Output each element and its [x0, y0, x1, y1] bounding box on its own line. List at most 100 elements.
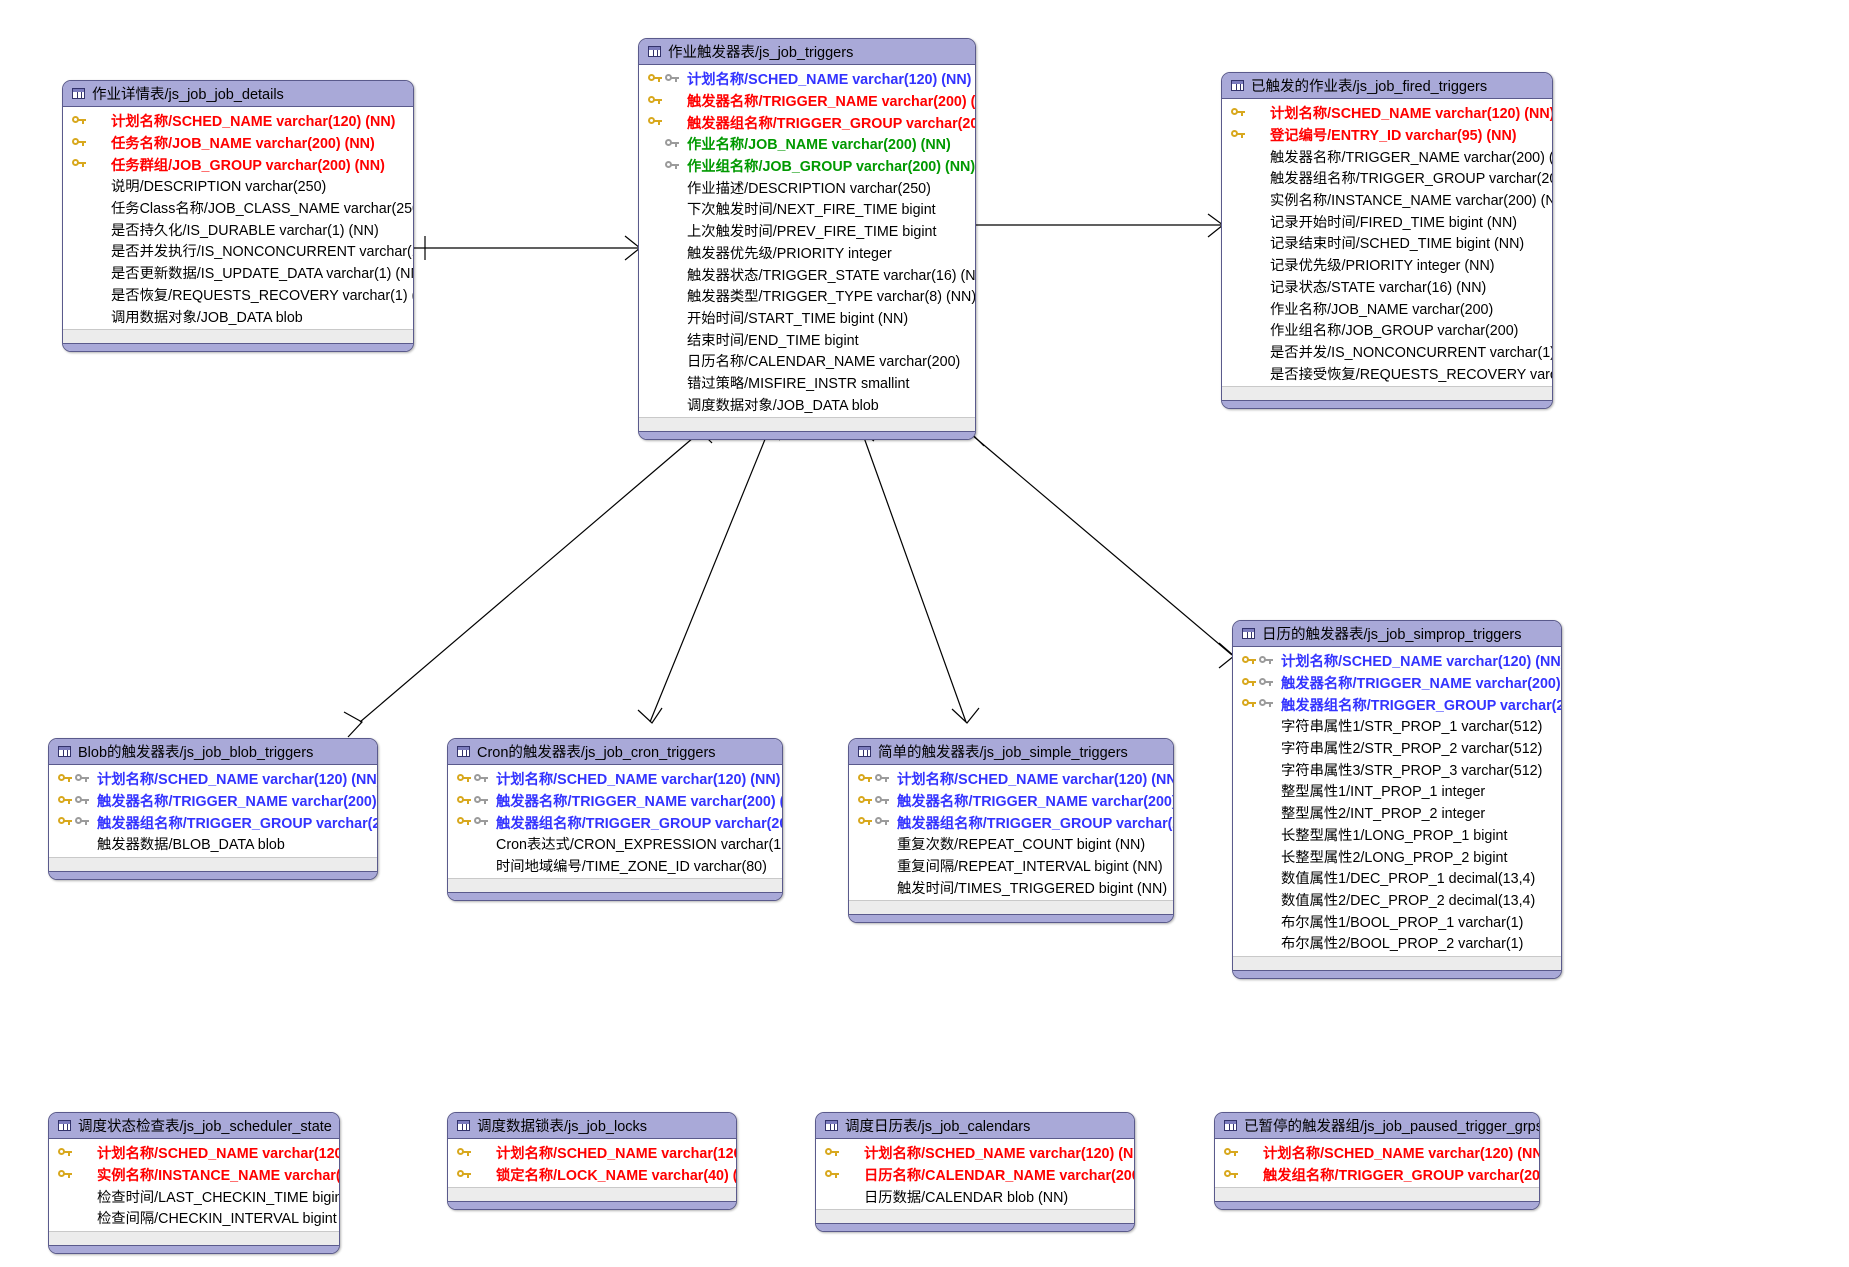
attribute-row[interactable]: 触发器名称/TRIGGER_NAME varchar(200) (NN) — [1222, 145, 1552, 167]
attribute-row[interactable]: 计划名称/SCHED_NAME varchar(120) (NN) — [1233, 650, 1561, 672]
attribute-row[interactable]: 重复间隔/REPEAT_INTERVAL bigint (NN) — [849, 855, 1173, 877]
attribute-row[interactable]: 记录状态/STATE varchar(16) (NN) — [1222, 276, 1552, 298]
entity-resize-grip[interactable] — [849, 914, 1173, 923]
attribute-row[interactable]: 触发时间/TIMES_TRIGGERED bigint (NN) — [849, 876, 1173, 898]
attribute-row[interactable]: 布尔属性1/BOOL_PROP_1 varchar(1) — [1233, 910, 1561, 932]
attribute-row[interactable]: 作业组名称/JOB_GROUP varchar(200) — [1222, 319, 1552, 341]
entity-job_calendars[interactable]: 调度日历表/js_job_calendars 计划名称/SCHED_NAME va… — [815, 1112, 1135, 1233]
attribute-row[interactable]: 重复次数/REPEAT_COUNT bigint (NN) — [849, 833, 1173, 855]
attribute-row[interactable]: 触发器名称/TRIGGER_NAME varchar(200) (NN) — [448, 790, 782, 812]
attribute-row[interactable]: 计划名称/SCHED_NAME varchar(120) (NN) — [448, 768, 782, 790]
attribute-row[interactable]: 作业描述/DESCRIPTION varchar(250) — [639, 176, 975, 198]
attribute-row[interactable]: 日历数据/CALENDAR blob (NN) — [816, 1185, 1134, 1207]
entity-resize-grip[interactable] — [448, 892, 782, 901]
attribute-row[interactable]: 任务名称/JOB_NAME varchar(200) (NN) — [63, 132, 413, 154]
attribute-row[interactable]: 时间地域编号/TIME_ZONE_ID varchar(80) — [448, 855, 782, 877]
entity-resize-grip[interactable] — [49, 1244, 339, 1253]
attribute-row[interactable]: 触发器组名称/TRIGGER_GROUP varchar(200) (NN) — [448, 811, 782, 833]
attribute-row[interactable]: 触发器组名称/TRIGGER_GROUP varchar(200) (NN) — [1222, 167, 1552, 189]
attribute-row[interactable]: 长整型属性2/LONG_PROP_2 bigint — [1233, 845, 1561, 867]
attribute-row[interactable]: 布尔属性2/BOOL_PROP_2 varchar(1) — [1233, 932, 1561, 954]
attribute-row[interactable]: 整型属性2/INT_PROP_2 integer — [1233, 802, 1561, 824]
entity-header-job_calendars[interactable]: 调度日历表/js_job_calendars — [816, 1113, 1134, 1139]
attribute-row[interactable]: 字符串属性2/STR_PROP_2 varchar(512) — [1233, 737, 1561, 759]
attribute-row[interactable]: 作业名称/JOB_NAME varchar(200) (NN) — [639, 133, 975, 155]
attribute-row[interactable]: 调度数据对象/JOB_DATA blob — [639, 393, 975, 415]
attribute-row[interactable]: 计划名称/SCHED_NAME varchar(120) (NN) — [639, 68, 975, 90]
entity-header-job_blob_triggers[interactable]: Blob的触发器表/js_job_blob_triggers — [49, 739, 377, 765]
attribute-row[interactable]: 是否并发执行/IS_NONCONCURRENT varchar(1) (NN) — [63, 240, 413, 262]
attribute-row[interactable]: 计划名称/SCHED_NAME varchar(120) (NN) — [448, 1142, 736, 1164]
attribute-row[interactable]: 触发器组名称/TRIGGER_GROUP varchar(200) (NN) — [849, 811, 1173, 833]
attribute-row[interactable]: 触发器组名称/TRIGGER_GROUP varchar(200) (NN) — [49, 811, 377, 833]
attribute-row[interactable]: 计划名称/SCHED_NAME varchar(120) (NN) — [49, 768, 377, 790]
attribute-row[interactable]: 记录开始时间/FIRED_TIME bigint (NN) — [1222, 210, 1552, 232]
attribute-row[interactable]: 作业名称/JOB_NAME varchar(200) — [1222, 297, 1552, 319]
attribute-row[interactable]: 长整型属性1/LONG_PROP_1 bigint — [1233, 824, 1561, 846]
entity-resize-grip[interactable] — [1233, 969, 1561, 978]
attribute-row[interactable]: 计划名称/SCHED_NAME varchar(120) (NN) — [1222, 102, 1552, 124]
attribute-row[interactable]: 上次触发时间/PREV_FIRE_TIME bigint — [639, 220, 975, 242]
attribute-row[interactable]: 结束时间/END_TIME bigint — [639, 328, 975, 350]
attribute-row[interactable]: 触发器优先级/PRIORITY integer — [639, 242, 975, 264]
entity-job_cron_triggers[interactable]: Cron的触发器表/js_job_cron_triggers 计划名称/SCHED… — [447, 738, 783, 902]
attribute-row[interactable]: 锁定名称/LOCK_NAME varchar(40) (NN) — [448, 1164, 736, 1186]
attribute-row[interactable]: 计划名称/SCHED_NAME varchar(120) (NN) — [49, 1142, 339, 1164]
attribute-row[interactable]: 触发器名称/TRIGGER_NAME varchar(200) (NN) — [1233, 672, 1561, 694]
entity-header-job_job_details[interactable]: 作业详情表/js_job_job_details — [63, 81, 413, 107]
attribute-row[interactable]: 字符串属性3/STR_PROP_3 varchar(512) — [1233, 758, 1561, 780]
attribute-row[interactable]: 字符串属性1/STR_PROP_1 varchar(512) — [1233, 715, 1561, 737]
attribute-row[interactable]: 检查时间/LAST_CHECKIN_TIME bigint (NN) — [49, 1185, 339, 1207]
attribute-row[interactable]: 实例名称/INSTANCE_NAME varchar(200) (NN) — [49, 1164, 339, 1186]
attribute-row[interactable]: 是否更新数据/IS_UPDATE_DATA varchar(1) (NN) — [63, 262, 413, 284]
attribute-row[interactable]: 计划名称/SCHED_NAME varchar(120) (NN) — [849, 768, 1173, 790]
attribute-row[interactable]: 任务Class名称/JOB_CLASS_NAME varchar(250) (N… — [63, 197, 413, 219]
attribute-row[interactable]: 触发器名称/TRIGGER_NAME varchar(200) (NN) — [49, 790, 377, 812]
attribute-row[interactable]: 触发器名称/TRIGGER_NAME varchar(200) (NN) — [639, 90, 975, 112]
attribute-row[interactable]: 触发组名称/TRIGGER_GROUP varchar(200) (NN) — [1215, 1164, 1539, 1186]
attribute-row[interactable]: 触发器名称/TRIGGER_NAME varchar(200) (NN) — [849, 790, 1173, 812]
attribute-row[interactable]: 是否并发/IS_NONCONCURRENT varchar(1) — [1222, 341, 1552, 363]
entity-job_locks[interactable]: 调度数据锁表/js_job_locks 计划名称/SCHED_NAME varch… — [447, 1112, 737, 1211]
entity-resize-grip[interactable] — [1222, 399, 1552, 408]
attribute-row[interactable]: 检查间隔/CHECKIN_INTERVAL bigint (NN) — [49, 1207, 339, 1229]
attribute-row[interactable]: 是否恢复/REQUESTS_RECOVERY varchar(1) (NN) — [63, 284, 413, 306]
entity-resize-grip[interactable] — [49, 870, 377, 879]
attribute-row[interactable]: 是否接受恢复/REQUESTS_RECOVERY varchar(1) — [1222, 362, 1552, 384]
entity-resize-grip[interactable] — [448, 1201, 736, 1210]
entity-job_triggers[interactable]: 作业触发器表/js_job_triggers 计划名称/SCHED_NAME va… — [638, 38, 976, 440]
attribute-row[interactable]: 日历名称/CALENDAR_NAME varchar(200) (NN) — [816, 1164, 1134, 1186]
attribute-row[interactable]: 作业组名称/JOB_GROUP varchar(200) (NN) — [639, 155, 975, 177]
attribute-row[interactable]: 数值属性1/DEC_PROP_1 decimal(13,4) — [1233, 867, 1561, 889]
entity-job_blob_triggers[interactable]: Blob的触发器表/js_job_blob_triggers 计划名称/SCHED… — [48, 738, 378, 880]
entity-header-job_cron_triggers[interactable]: Cron的触发器表/js_job_cron_triggers — [448, 739, 782, 765]
entity-header-job_fired_triggers[interactable]: 已触发的作业表/js_job_fired_triggers — [1222, 73, 1552, 99]
attribute-row[interactable]: 日历名称/CALENDAR_NAME varchar(200) — [639, 350, 975, 372]
attribute-row[interactable]: 开始时间/START_TIME bigint (NN) — [639, 307, 975, 329]
entity-resize-grip[interactable] — [639, 431, 975, 439]
attribute-row[interactable]: 记录优先级/PRIORITY integer (NN) — [1222, 254, 1552, 276]
attribute-row[interactable]: 触发器组名称/TRIGGER_GROUP varchar(200) (NN) — [639, 111, 975, 133]
attribute-row[interactable]: 数值属性2/DEC_PROP_2 decimal(13,4) — [1233, 889, 1561, 911]
attribute-row[interactable]: 调用数据对象/JOB_DATA blob — [63, 305, 413, 327]
entity-resize-grip[interactable] — [63, 342, 413, 351]
entity-header-job_triggers[interactable]: 作业触发器表/js_job_triggers — [639, 39, 975, 65]
attribute-row[interactable]: 实例名称/INSTANCE_NAME varchar(200) (NN) — [1222, 189, 1552, 211]
attribute-row[interactable]: 是否持久化/IS_DURABLE varchar(1) (NN) — [63, 218, 413, 240]
entity-job_simprop_triggers[interactable]: 日历的触发器表/js_job_simprop_triggers 计划名称/SCHE… — [1232, 620, 1562, 979]
attribute-row[interactable]: 登记编号/ENTRY_ID varchar(95) (NN) — [1222, 124, 1552, 146]
attribute-row[interactable]: 记录结束时间/SCHED_TIME bigint (NN) — [1222, 232, 1552, 254]
attribute-row[interactable]: 下次触发时间/NEXT_FIRE_TIME bigint — [639, 198, 975, 220]
attribute-row[interactable]: 整型属性1/INT_PROP_1 integer — [1233, 780, 1561, 802]
entity-resize-grip[interactable] — [816, 1223, 1134, 1232]
entity-job_fired_triggers[interactable]: 已触发的作业表/js_job_fired_triggers 计划名称/SCHED_… — [1221, 72, 1553, 409]
attribute-row[interactable]: 计划名称/SCHED_NAME varchar(120) (NN) — [816, 1142, 1134, 1164]
entity-header-job_locks[interactable]: 调度数据锁表/js_job_locks — [448, 1113, 736, 1139]
entity-header-job_simprop_triggers[interactable]: 日历的触发器表/js_job_simprop_triggers — [1233, 621, 1561, 647]
entity-job_scheduler_state[interactable]: 调度状态检查表/js_job_scheduler_state 计划名称/SCHED… — [48, 1112, 340, 1254]
entity-header-job_scheduler_state[interactable]: 调度状态检查表/js_job_scheduler_state — [49, 1113, 339, 1139]
attribute-row[interactable]: 计划名称/SCHED_NAME varchar(120) (NN) — [1215, 1142, 1539, 1164]
